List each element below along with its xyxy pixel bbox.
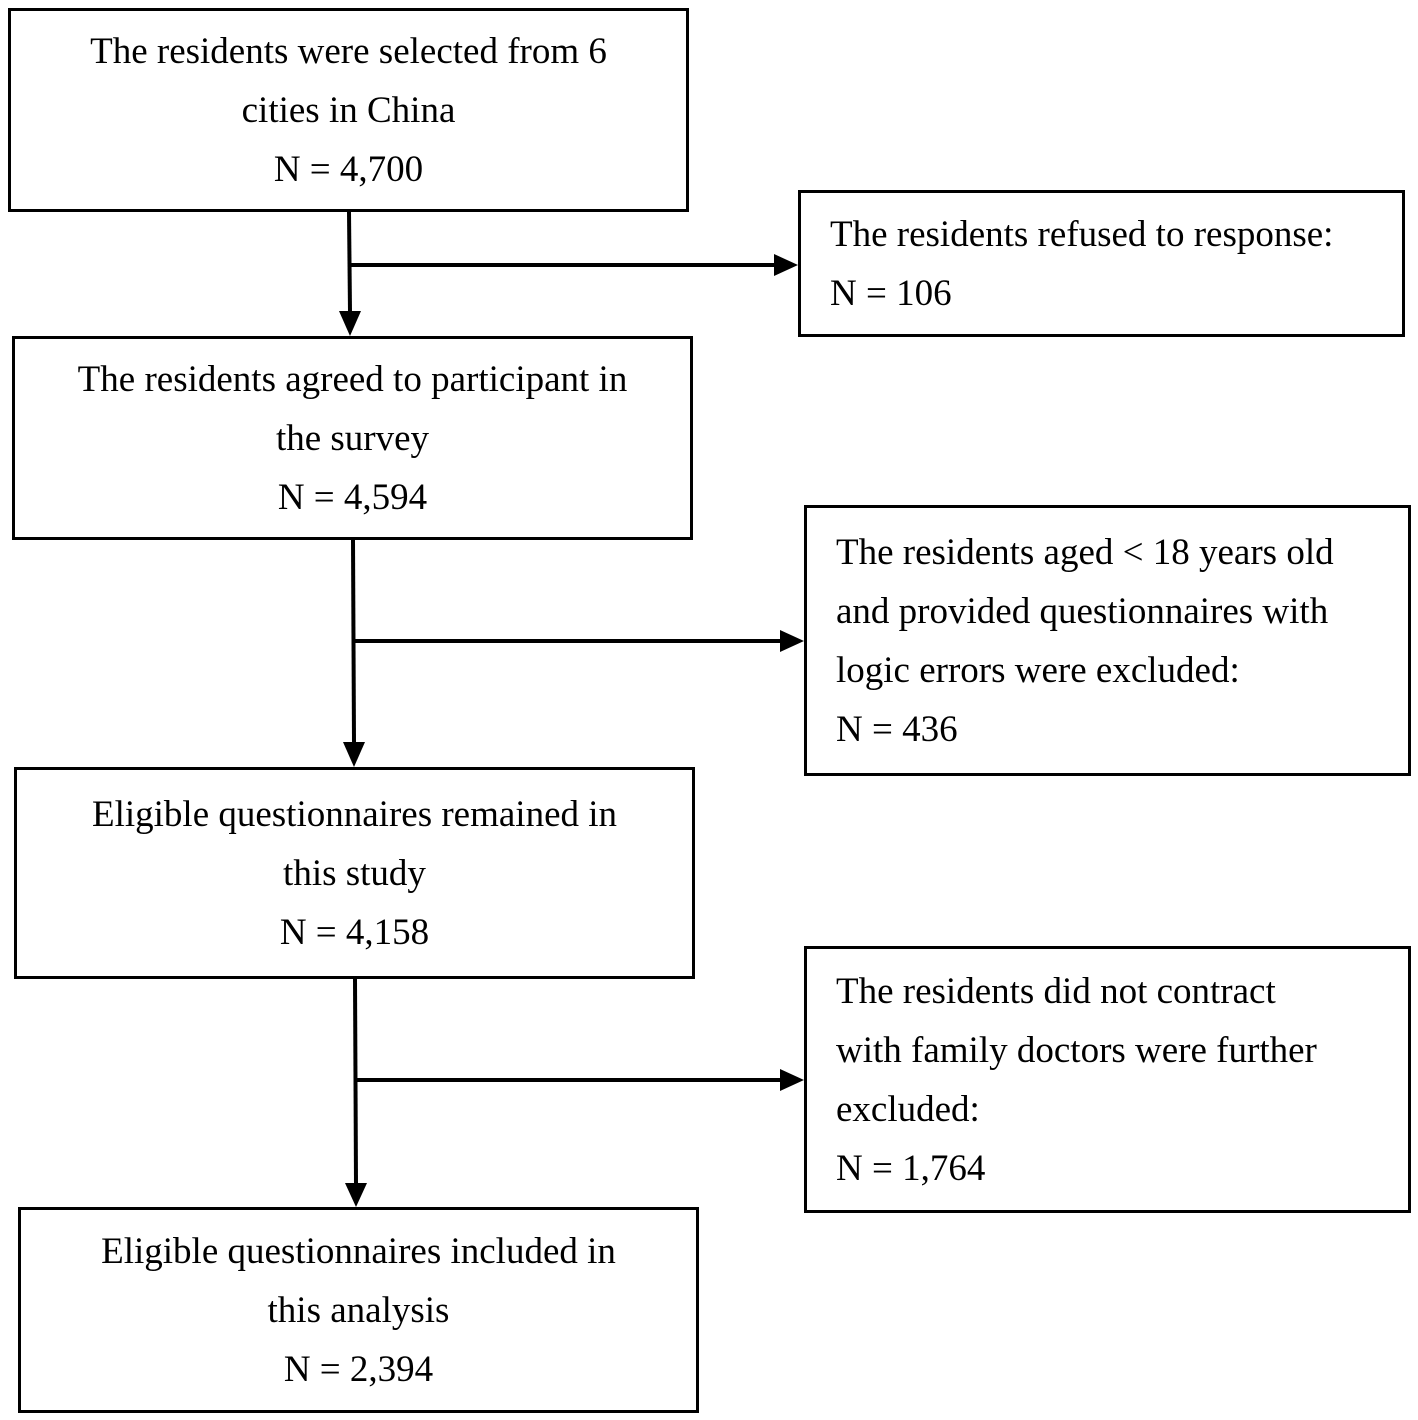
box-count: N = 4,594: [277, 476, 428, 518]
box-text-line: The residents did not contract: [836, 970, 1276, 1012]
box-count: N = 1,764: [836, 1147, 986, 1189]
arrowhead-down-2: [343, 742, 365, 767]
connector-vertical-1: [347, 211, 352, 313]
box-count: N = 436: [836, 708, 958, 750]
box-text-line: and provided questionnaires with: [836, 590, 1329, 632]
box-text-line: this analysis: [267, 1289, 450, 1331]
box-text-line: logic errors were excluded:: [836, 649, 1240, 691]
box-no-contract-excluded: The residents did not contract with fami…: [804, 946, 1411, 1213]
box-count: N = 106: [830, 272, 952, 314]
box-text-line: cities in China: [241, 89, 456, 131]
box-eligible-remained: Eligible questionnaires remained in this…: [14, 767, 695, 979]
box-text-line: the survey: [275, 417, 430, 459]
box-residents-selected: The residents were selected from 6 citie…: [8, 8, 689, 212]
box-refused-response: The residents refused to response: N = 1…: [798, 190, 1405, 337]
box-text-line: excluded:: [836, 1088, 980, 1130]
arrowhead-down-1: [339, 311, 361, 336]
arrowhead-down-3: [345, 1183, 367, 1207]
box-count: N = 4,700: [273, 148, 424, 190]
box-count: N = 2,394: [283, 1348, 434, 1390]
box-text-line: The residents aged < 18 years old: [836, 531, 1334, 573]
box-eligible-included: Eligible questionnaires included in this…: [18, 1207, 699, 1413]
box-text-line: The residents were selected from 6: [90, 30, 607, 72]
box-text-line: The residents refused to response:: [830, 213, 1334, 255]
box-text-line: with family doctors were further: [836, 1029, 1317, 1071]
arrowhead-right-1: [774, 254, 798, 276]
box-aged-logic-excluded: The residents aged < 18 years old and pr…: [804, 505, 1411, 776]
box-count: N = 4,158: [279, 911, 430, 953]
box-text-line: this study: [283, 852, 426, 894]
connector-vertical-3: [353, 978, 358, 1185]
arrowhead-right-2: [780, 630, 804, 652]
box-text-line: Eligible questionnaires remained in: [91, 793, 618, 835]
connector-vertical-2: [351, 539, 356, 744]
box-text-line: Eligible questionnaires included in: [101, 1230, 616, 1272]
arrowhead-right-3: [780, 1069, 804, 1091]
box-residents-agreed: The residents agreed to participant in t…: [12, 336, 693, 540]
box-text-line: The residents agreed to participant in: [77, 358, 628, 400]
